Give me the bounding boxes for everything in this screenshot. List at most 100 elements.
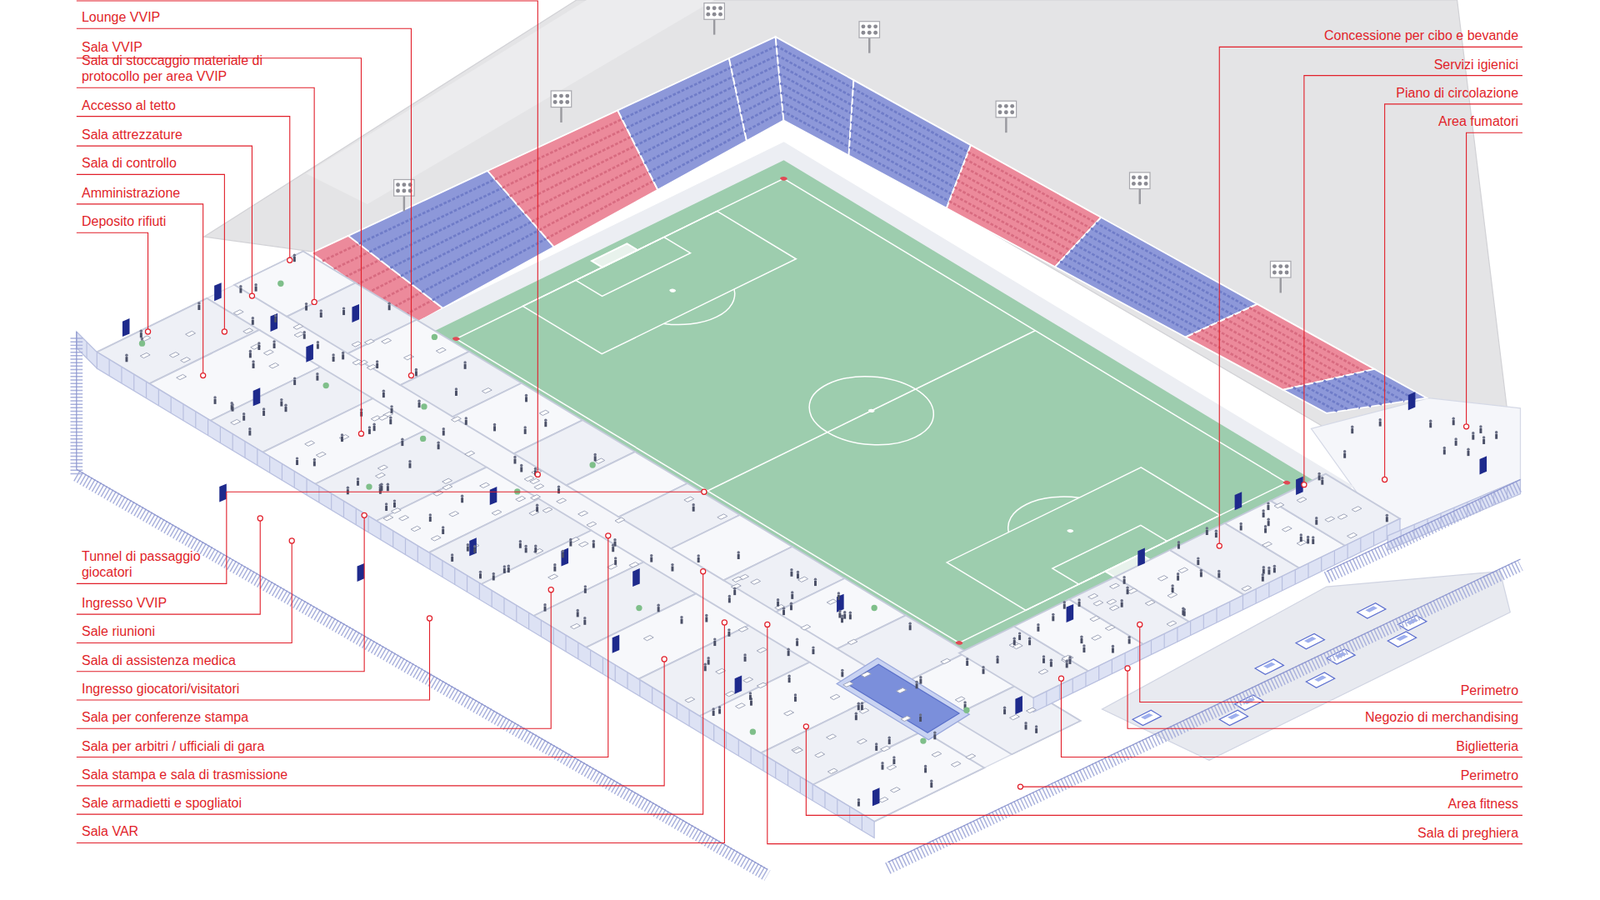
leader-end — [1464, 424, 1470, 430]
floodlight-lamp — [998, 104, 1003, 109]
furniture — [465, 450, 475, 456]
door — [1235, 491, 1243, 510]
leader-end — [605, 533, 611, 539]
person — [1200, 569, 1203, 572]
pitch-line — [783, 362, 960, 459]
person — [442, 427, 445, 430]
person — [257, 345, 260, 350]
furniture — [826, 599, 837, 605]
furniture — [430, 535, 441, 541]
floodlight-lamp — [1004, 104, 1009, 109]
mullion — [861, 814, 863, 831]
furniture — [1105, 625, 1115, 630]
person — [1479, 428, 1482, 434]
mullion — [503, 598, 505, 615]
person — [1429, 422, 1432, 428]
person — [523, 425, 526, 429]
person — [382, 389, 385, 392]
leader-end — [701, 489, 707, 495]
mullion — [133, 374, 135, 391]
mullion — [1098, 665, 1100, 680]
person — [919, 716, 922, 722]
door — [122, 318, 130, 337]
furniture — [169, 352, 180, 358]
person — [280, 398, 283, 401]
floodlight-lamp — [1131, 175, 1136, 180]
person — [400, 437, 404, 440]
mullion — [220, 426, 221, 444]
furniture — [732, 576, 743, 582]
person — [1183, 610, 1186, 616]
person — [342, 310, 345, 315]
leader-line — [1466, 132, 1523, 427]
person — [415, 368, 418, 371]
person — [592, 542, 595, 548]
person — [1042, 658, 1045, 664]
floodlight-lamp — [1131, 181, 1136, 186]
furniture — [931, 751, 942, 757]
door — [351, 304, 360, 323]
person — [231, 405, 235, 411]
person — [584, 588, 587, 594]
person — [711, 707, 715, 710]
person — [1177, 540, 1180, 544]
person — [919, 679, 922, 685]
person — [1025, 724, 1028, 730]
person — [569, 538, 572, 541]
seat-row — [968, 152, 1096, 224]
person — [525, 547, 528, 553]
pitch-grass — [422, 160, 1320, 661]
floodlight — [995, 100, 1016, 118]
person — [857, 705, 860, 710]
floodlight-lamp — [718, 5, 723, 10]
mullion — [145, 381, 147, 399]
person — [525, 396, 528, 402]
person — [390, 405, 393, 408]
person — [707, 660, 710, 665]
person — [1170, 584, 1174, 587]
seat-row — [745, 110, 784, 132]
door — [490, 486, 498, 505]
seat-row — [955, 187, 1071, 251]
mullion — [590, 650, 591, 667]
furniture — [595, 458, 605, 464]
leader-end — [721, 620, 727, 625]
person — [316, 344, 320, 350]
seat-row — [1193, 333, 1294, 388]
person — [503, 568, 506, 574]
mullion — [787, 769, 789, 786]
mullion — [355, 508, 357, 525]
person — [257, 341, 260, 345]
stand-section — [775, 36, 855, 156]
person — [1028, 640, 1031, 645]
person — [239, 287, 242, 293]
furniture — [629, 562, 640, 568]
person — [1182, 608, 1185, 611]
leader-line — [76, 622, 725, 843]
seat-row — [1344, 375, 1394, 403]
furniture — [1167, 592, 1178, 598]
seat-row — [1090, 228, 1242, 312]
person — [464, 364, 467, 370]
mullion — [294, 471, 295, 489]
pitch-line — [455, 178, 1287, 643]
leader-end — [257, 515, 263, 521]
mullion — [1137, 646, 1139, 661]
person — [611, 544, 615, 547]
person — [557, 488, 560, 494]
mullion — [824, 791, 825, 809]
plant — [420, 435, 426, 442]
glass-wall — [1033, 518, 1400, 712]
person — [525, 394, 528, 397]
mullion — [195, 411, 196, 429]
callout-label: Biglietteria — [1455, 738, 1519, 755]
seat-row — [779, 74, 852, 115]
seat-row — [1209, 325, 1314, 383]
person — [342, 306, 345, 310]
person — [1443, 449, 1446, 455]
door — [560, 548, 569, 567]
person — [908, 622, 911, 625]
person — [255, 286, 258, 292]
person — [1264, 527, 1267, 533]
person — [593, 453, 596, 456]
